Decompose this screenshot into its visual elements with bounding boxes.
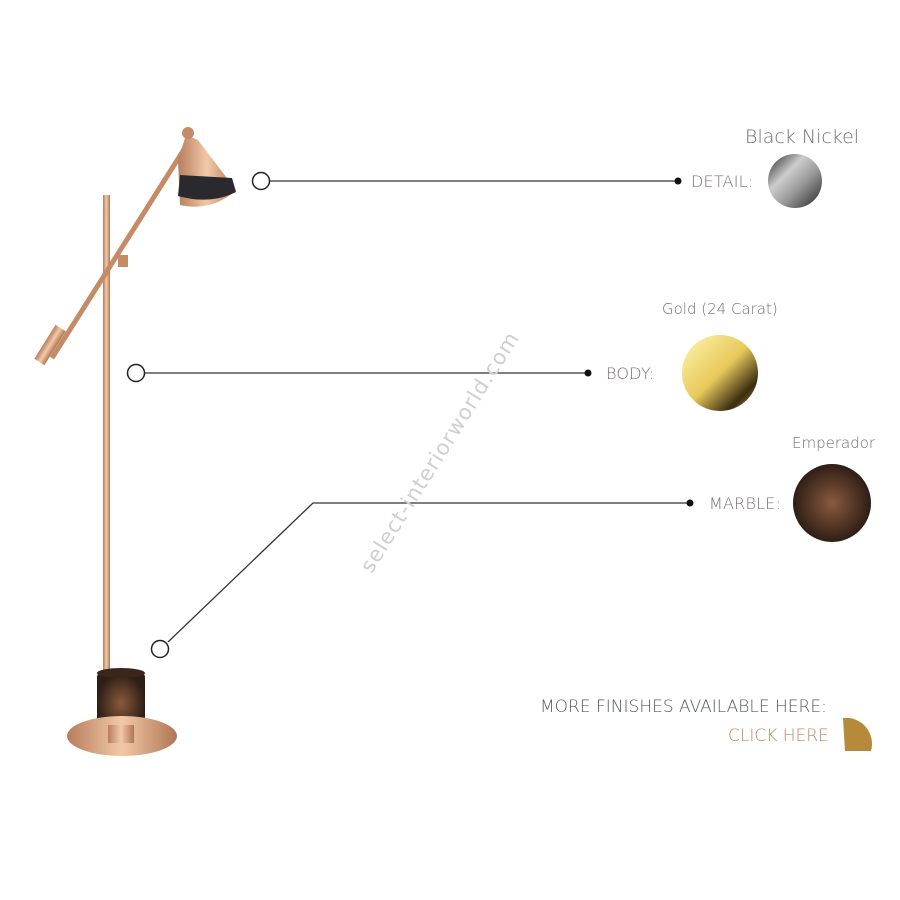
lamp: [34, 127, 236, 756]
detail-hotspot[interactable]: [251, 171, 271, 191]
more-finishes-text: MORE FINISHES AVAILABLE HERE:: [540, 697, 827, 717]
marble-finish-name: Emperador: [792, 434, 876, 452]
body-finish-name: Gold (24 Carat): [662, 300, 778, 318]
more-finishes-icon[interactable]: [843, 717, 873, 751]
emperador-marble-swatch: [793, 464, 871, 542]
marble-label: MARBLE:: [709, 494, 782, 513]
click-here-link[interactable]: CLICK HERE: [728, 726, 829, 746]
detail-finish-name: Black Nickel: [745, 126, 860, 148]
black-nickel-swatch: [768, 154, 822, 208]
body-label: BODY:: [606, 364, 655, 383]
marble-hotspot[interactable]: [150, 639, 170, 659]
body-hotspot[interactable]: [126, 363, 146, 383]
detail-label: DETAIL:: [691, 172, 754, 191]
gold-swatch: [682, 335, 758, 411]
